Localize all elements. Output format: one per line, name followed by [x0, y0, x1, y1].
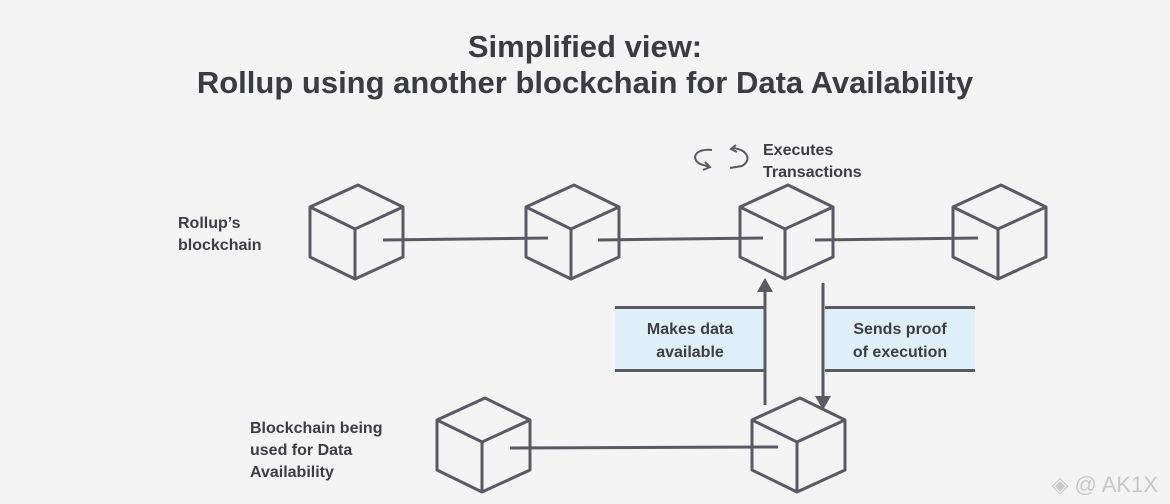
makes-data-available-box: Makes data available [615, 306, 765, 372]
da-block-2 [750, 396, 847, 494]
binance-logo-icon: ◈ [1051, 472, 1069, 497]
da-label-line3: Availability [250, 464, 334, 481]
sends-proof-line2: of execution [852, 344, 948, 361]
watermark: ◈ @ AK1X [1052, 472, 1158, 498]
executes-line2: Transactions [763, 164, 862, 181]
sends-proof-line1: Sends proof [853, 321, 947, 338]
rollup-block-4 [951, 183, 1048, 281]
da-blockchain-label: Blockchain being used for Data Availabil… [250, 418, 382, 484]
arrow-down-head-icon [815, 396, 831, 410]
rollup-label-line2: blockchain [178, 237, 262, 254]
makes-data-line1: Makes data [646, 321, 734, 338]
rollup-block-2 [524, 183, 621, 281]
cycle-arrows-icon [694, 144, 749, 171]
rollup-link-1 [382, 236, 549, 242]
diagram-title-line2: Rollup using another blockchain for Data… [196, 65, 974, 100]
arrow-up-head-icon [757, 278, 773, 292]
rollup-blockchain-label: Rollup’s blockchain [178, 213, 262, 257]
diagram-title-line1: Simplified view: [467, 29, 703, 64]
rollup-link-2 [597, 236, 764, 242]
sends-proof-box: Sends proof of execution [825, 306, 975, 372]
rollup-label-line1: Rollup’s [178, 215, 241, 232]
da-label-line1: Blockchain being [250, 420, 383, 437]
watermark-text: @ AK1X [1074, 472, 1159, 497]
da-label-line2: used for Data [250, 442, 353, 459]
rollup-block-3 [738, 183, 835, 281]
da-link-1 [509, 445, 779, 450]
da-block-1 [435, 396, 532, 494]
makes-data-line2: available [656, 344, 724, 361]
executes-line1: Executes [763, 142, 834, 159]
rollup-link-3 [814, 236, 979, 242]
executes-transactions-label: Executes Transactions [763, 140, 862, 184]
rollup-block-1 [308, 183, 405, 281]
